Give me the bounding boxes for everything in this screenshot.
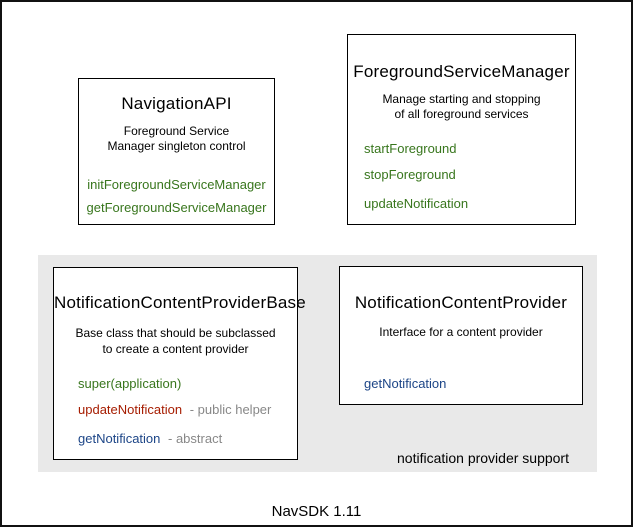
class-title-navigation-api: NavigationAPI xyxy=(121,94,232,113)
class-description-line: Interface for a content provider xyxy=(379,325,543,339)
method-get-foreground-service-manager: getForegroundServiceManager xyxy=(86,200,267,215)
class-description-line: of all foreground services xyxy=(394,107,529,121)
method-get-notification: getNotification xyxy=(364,376,447,391)
panel-label: notification provider support xyxy=(397,450,569,466)
method-update-notification: updateNotification xyxy=(364,196,469,211)
class-box-notification-content-provider-base: NotificationContentProviderBase Base cla… xyxy=(53,267,306,460)
diagram-footer-title: NavSDK 1.11 xyxy=(271,503,362,520)
method-super-application: super(application) xyxy=(78,376,182,391)
method-get-notification-row: getNotification - abstract xyxy=(78,431,297,446)
class-description-line: Manage starting and stopping xyxy=(382,92,541,106)
class-box-notification-content-provider: NotificationContentProvider Interface fo… xyxy=(339,266,583,405)
method-stop-foreground: stopForeground xyxy=(364,167,456,182)
method-start-foreground: startForeground xyxy=(364,141,457,156)
method-super-application-row: super(application) xyxy=(78,376,297,391)
method-note-abstract: - abstract xyxy=(168,431,223,446)
method-init-foreground-service-manager: initForegroundServiceManager xyxy=(87,177,266,192)
class-description-line: Base class that should be subclassed xyxy=(75,326,276,340)
class-box-foreground-service-manager: ForegroundServiceManager Manage starting… xyxy=(347,34,576,225)
method-get-notification: getNotification xyxy=(78,431,161,446)
class-description-line: to create a content provider xyxy=(102,342,249,356)
class-description-line: Manager singleton control xyxy=(107,139,246,153)
class-title-foreground-service-manager: ForegroundServiceManager xyxy=(353,62,570,81)
class-box-navigation-api: NavigationAPI Foreground Service Manager… xyxy=(78,78,275,225)
method-update-notification: updateNotification xyxy=(78,402,183,417)
method-update-notification-row: updateNotification - public helper xyxy=(78,402,297,417)
class-description-line: Foreground Service xyxy=(123,124,230,138)
class-title-notification-content-provider-base: NotificationContentProviderBase xyxy=(54,293,306,312)
method-note-public-helper: - public helper xyxy=(189,402,272,417)
class-title-notification-content-provider: NotificationContentProvider xyxy=(354,293,568,312)
